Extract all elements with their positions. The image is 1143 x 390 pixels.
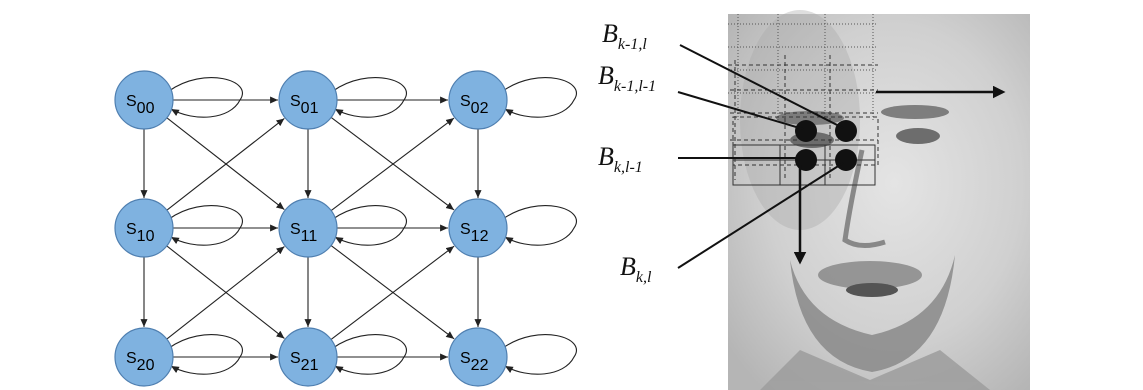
state-node-s20: S20 — [114, 327, 174, 387]
transition-edges — [140, 96, 482, 361]
edge-s20-to-s11 — [166, 246, 285, 340]
pointer-line-b-k-1-l — [679, 44, 844, 129]
label-b-k-l-1: Bk,l-1 — [598, 142, 643, 176]
state-node-circle — [448, 70, 508, 130]
state-node-circle — [448, 327, 508, 387]
pointer-line-b-k-l — [677, 162, 844, 269]
state-node-label: S11 — [290, 221, 317, 245]
self-loop-s01 — [332, 77, 407, 118]
block-dot-k-l — [835, 149, 857, 171]
state-node-s12: S12 — [448, 198, 508, 258]
nose-shape — [842, 149, 886, 248]
right-eyebrow-shape — [881, 105, 949, 119]
beard-shape — [790, 255, 955, 372]
self-loop-s02 — [502, 77, 577, 118]
face-image-panel: Bk-1,l Bk-1,l-1 Bk,l-1 Bk,l — [598, 10, 1030, 390]
state-node-s02: S02 — [448, 70, 508, 130]
self-loop-s12 — [502, 205, 577, 246]
left-eyebrow-shape — [776, 111, 844, 125]
block-dot-k-1-l-1 — [795, 120, 817, 142]
state-node-s22: S22 — [448, 327, 508, 387]
state-node-circle — [114, 198, 174, 258]
label-b-k-l: Bk,l — [620, 252, 652, 286]
state-node-s21: S21 — [278, 327, 338, 387]
mouth-shape — [846, 283, 898, 297]
pointer-line-b-k-1-l-1 — [677, 91, 804, 130]
state-node-circle — [114, 70, 174, 130]
label-b-k-1-l: Bk-1,l — [602, 19, 647, 53]
mustache-shape — [818, 261, 922, 289]
label-b-k-1-l-1: Bk-1,l-1 — [598, 61, 656, 95]
state-node-s01: S01 — [278, 70, 338, 130]
state-node-label: S21 — [290, 350, 319, 374]
state-node-circle — [278, 327, 338, 387]
block-dot-k-1-l — [835, 120, 857, 142]
state-node-label: S01 — [290, 93, 319, 117]
state-node-s00: S00 — [114, 70, 174, 130]
edge-s21-to-s12 — [330, 245, 455, 340]
self-loop-edges — [168, 77, 577, 375]
self-loop-s00 — [168, 77, 243, 118]
state-node-label: S02 — [460, 93, 489, 117]
self-loop-s22 — [502, 334, 577, 375]
state-node-label: S20 — [126, 350, 155, 374]
block-grid — [728, 14, 879, 186]
state-node-s10: S10 — [114, 198, 174, 258]
self-loop-s11 — [332, 205, 407, 246]
face-photo — [728, 14, 1030, 390]
block-dot-k-l-1 — [795, 149, 817, 171]
state-node-label: S00 — [126, 93, 155, 117]
state-node-label: S22 — [460, 350, 489, 374]
self-loop-s20 — [168, 334, 243, 375]
state-node-circle — [448, 198, 508, 258]
state-node-circle — [278, 70, 338, 130]
edge-s11-to-s02 — [330, 117, 455, 211]
self-loop-s10 — [168, 205, 243, 246]
right-eye-shape — [896, 128, 940, 144]
state-node-label: S10 — [126, 221, 155, 245]
state-node-s11: S11 — [278, 198, 338, 258]
state-node-circle — [278, 198, 338, 258]
shirt-collar-shape — [760, 350, 990, 390]
state-node-label: S12 — [460, 221, 489, 245]
state-node-circle — [114, 327, 174, 387]
self-loop-s21 — [332, 334, 407, 375]
edge-s10-to-s01 — [166, 118, 285, 211]
